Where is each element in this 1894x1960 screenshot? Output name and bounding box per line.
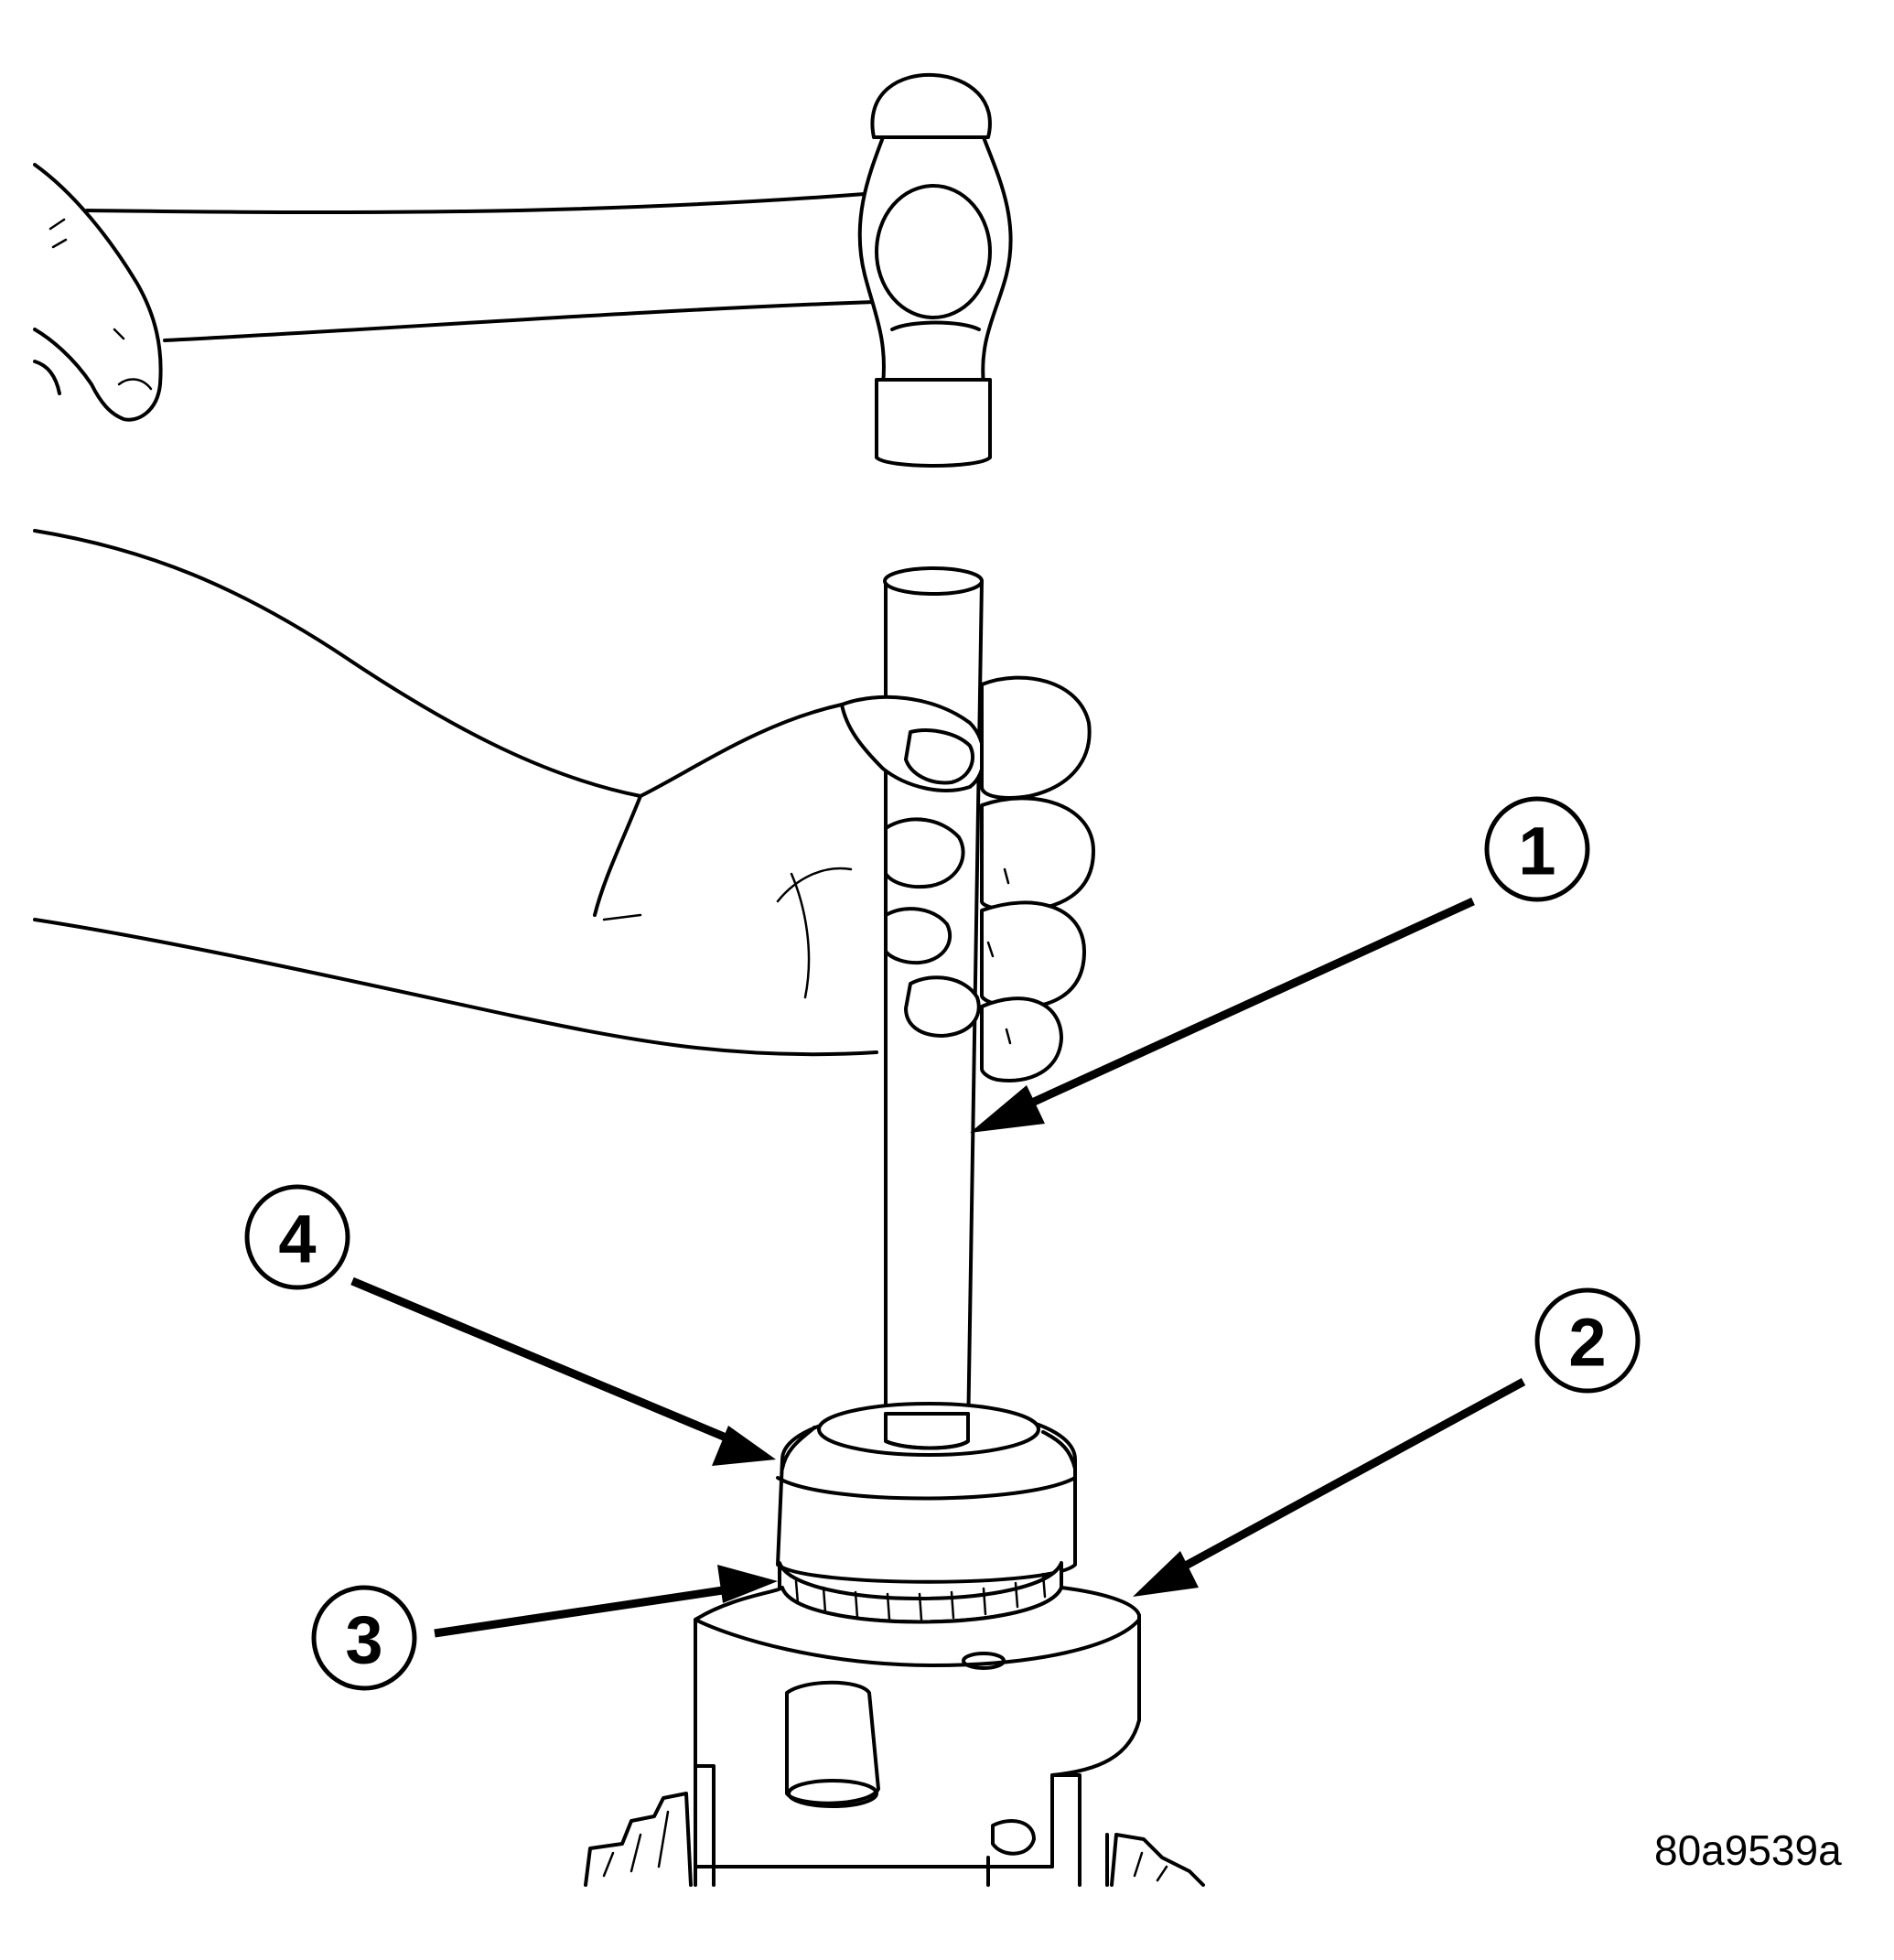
lower-hand	[33, 529, 1095, 1082]
upper-hand	[33, 163, 163, 422]
arrowhead-2	[1133, 1551, 1199, 1597]
leader-4	[350, 1276, 743, 1448]
callout-label-1: 1	[1518, 813, 1555, 889]
arrowhead-1	[970, 1085, 1045, 1133]
callout-3: 3	[311, 1585, 417, 1691]
hammer-ball	[870, 72, 992, 139]
leader-1	[1000, 897, 1475, 1121]
housing-top	[694, 1586, 1141, 1868]
callout-1: 1	[1484, 796, 1590, 902]
callout-label-2: 2	[1568, 1305, 1606, 1381]
leader-2	[1159, 1378, 1526, 1582]
arrowhead-4	[712, 1426, 776, 1466]
housing	[584, 1586, 1205, 1887]
callout-label-3: 3	[345, 1602, 382, 1678]
driver-rod-top	[883, 566, 984, 596]
leader-lines	[350, 897, 1526, 1638]
hammer-face	[875, 378, 992, 468]
callout-2: 2	[1534, 1287, 1641, 1394]
hammer-handle	[85, 192, 876, 342]
leader-3	[434, 1583, 742, 1638]
installer-cup	[776, 1402, 1077, 1584]
arrowhead-3	[717, 1565, 778, 1603]
callout-label-4: 4	[278, 1201, 316, 1277]
hammer	[85, 72, 1013, 468]
hammer-eye	[875, 184, 992, 319]
callout-4: 4	[244, 1184, 350, 1290]
figure-id: 80a9539a	[1654, 1826, 1842, 1874]
